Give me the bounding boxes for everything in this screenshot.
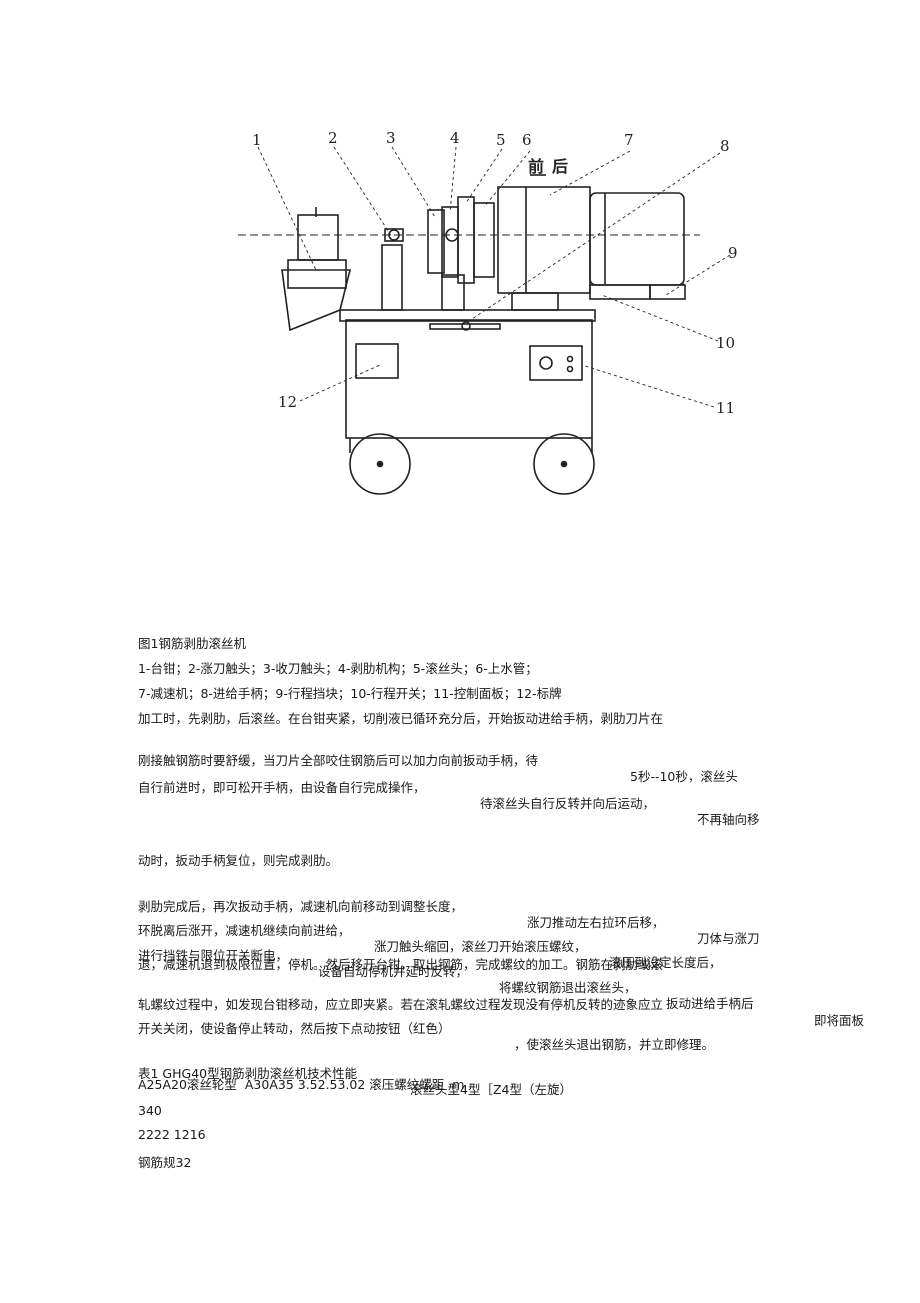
callout-3: 3	[386, 129, 396, 147]
table-line-4: 2222 1216	[138, 1127, 206, 1142]
figure-legend-line-1: 1-台钳；2-涨刀触头；3-收刀触头；4-剥肋机构；5-滚丝头；6-上水管；	[138, 661, 538, 676]
table-line-1: 表1 GHG40型钢筋剥肋滚丝机技术性能 滚丝头型4型［Z4型（左旋）	[138, 1050, 572, 1098]
para1-line-1: 加工时，先剥肋，后滚丝。在台钳夹紧，切削液已循环充分后，开始扳动进给手柄，剥肋刀…	[138, 711, 664, 726]
para2-line-1c: 刀体与涨刀	[697, 931, 760, 946]
para2-line-2c: 滚压到设定长度后，	[609, 955, 722, 970]
machine-diagram: 1 2 3 4 5 6 7 8 9 10 11 12 前 后	[238, 129, 738, 495]
front-label: 前	[528, 157, 544, 176]
callout-2: 2	[328, 129, 338, 147]
para1-line-2a: 刚接触钢筋时要舒缓，当刀片全部咬住钢筋后可以加力向前扳动手柄，待	[138, 753, 539, 768]
figure-caption-title: 图1钢筋剥肋滚丝机	[138, 636, 246, 651]
table-line-3: 340	[138, 1103, 162, 1118]
callout-9: 9	[728, 244, 738, 262]
para1-line-4: 动时，扳动手柄复位，则完成剥肋。	[138, 853, 339, 868]
para2-line-3c: 将螺纹钢筋退出滚丝头，	[499, 980, 637, 995]
motor	[589, 192, 685, 286]
left-wheel	[349, 433, 411, 495]
para2-line-2b: 涨刀触头缩回，滚丝刀开始滚压螺纹，	[374, 939, 587, 954]
para1-line-3c: 不再轴向移	[697, 812, 760, 827]
control-panel-11	[529, 345, 583, 381]
para2-line-4: 退，减速机退到极限位置，停机。然后移开台钳，取出钢筋，完成螺纹的加工。钢筋在剥肋…	[138, 957, 664, 972]
para1-line-3a: 自行前进时，即可松开手柄，由设备自行完成操作，	[138, 780, 426, 795]
right-wheel	[533, 433, 595, 495]
para2-line-2a: 环脱离后涨开，减速机继续向前进给，	[138, 923, 351, 938]
para2-line-6: 开关关闭，使设备停止转动，然后按下点动按钮（红色） ，使滚丝头退出钢筋，并立即修…	[138, 1005, 714, 1053]
para2-line-1b: 涨刀推动左右拉环后移，	[527, 915, 665, 930]
para2-line-2: 环脱离后涨开，减速机继续向前进给， 涨刀触头缩回，滚丝刀开始滚压螺纹， 滚压到设…	[138, 907, 722, 971]
reducer-7	[497, 186, 591, 294]
callout-7: 7	[624, 131, 634, 149]
para2-line-1: 剥肋完成后，再次扳动手柄，减速机向前移动到调整长度， 涨刀推动左右拉环后移， 刀…	[138, 883, 760, 947]
para1-line-3: 自行前进时，即可松开手柄，由设备自行完成操作， 待滚丝头自行反转并向后运动， 不…	[138, 764, 760, 828]
callout-8: 8	[720, 137, 730, 155]
table-title: 表1 GHG40型钢筋剥肋滚丝机技术性能	[138, 1066, 358, 1081]
para2-line-6a: 开关关闭，使设备停止转动，然后按下点动按钮（红色）	[138, 1021, 451, 1036]
bench-vise-1	[287, 259, 347, 289]
callout-12: 12	[278, 393, 297, 411]
para2-line-3d: 扳动进给手柄后	[666, 996, 754, 1011]
figure-legend-line-2: 7-减速机；8-进给手柄；9-行程挡块；10-行程开关；11-控制面板；12-标…	[138, 686, 562, 701]
nameplate-12	[355, 343, 399, 379]
para2-line-5: 轧螺纹过程中，如发现台钳移动，应立即夹紧。若在滚轧螺纹过程发现没有停机反转的迹象…	[138, 981, 864, 1029]
callout-1: 1	[252, 131, 262, 149]
para2-line-3b: 设备自动停机并延时反转，	[318, 964, 469, 979]
para1-line-3b: 待滚丝头自行反转并向后运动，	[480, 796, 656, 811]
callout-4: 4	[450, 129, 460, 147]
para2-line-5b: 即将面板	[814, 1013, 865, 1028]
para1-line-2b: 5秒--10秒，滚丝头	[630, 769, 738, 784]
para2-line-1a: 剥肋完成后，再次扳动手柄，减速机向前移动到调整长度，	[138, 899, 464, 914]
para1-line-2: 刚接触钢筋时要舒缓，当刀片全部咬住钢筋后可以加力向前扳动手柄，待 5秒--10秒…	[138, 737, 738, 785]
para2-line-3a: 进行挡铁与限位开关断电，	[138, 948, 289, 963]
table-line-5: 钢筋规32	[138, 1155, 192, 1170]
para2-line-5a: 轧螺纹过程中，如发现台钳移动，应立即夹紧。若在滚轧螺纹过程发现没有停机反转的迹象…	[138, 997, 664, 1012]
cart-frame	[345, 319, 593, 439]
rear-label: 后	[552, 157, 568, 176]
table-line-2: A25A20滚丝轮型 A30A35 3.52.53.02 滚压螺纹螺距 m	[138, 1077, 465, 1092]
para2-line-3: 进行挡铁与限位开关断电， 设备自动停机并延时反转， 将螺纹钢筋退出滚丝头， 扳动…	[138, 932, 754, 1012]
callout-6: 6	[522, 131, 532, 149]
para2-line-6b: ，使滚丝头退出钢筋，并立即修理。	[514, 1037, 715, 1052]
table-head-type: 滚丝头型4型［Z4型（左旋）	[410, 1082, 572, 1097]
callout-10: 10	[716, 334, 735, 352]
callout-11: 11	[716, 399, 735, 417]
callout-5: 5	[496, 131, 506, 149]
